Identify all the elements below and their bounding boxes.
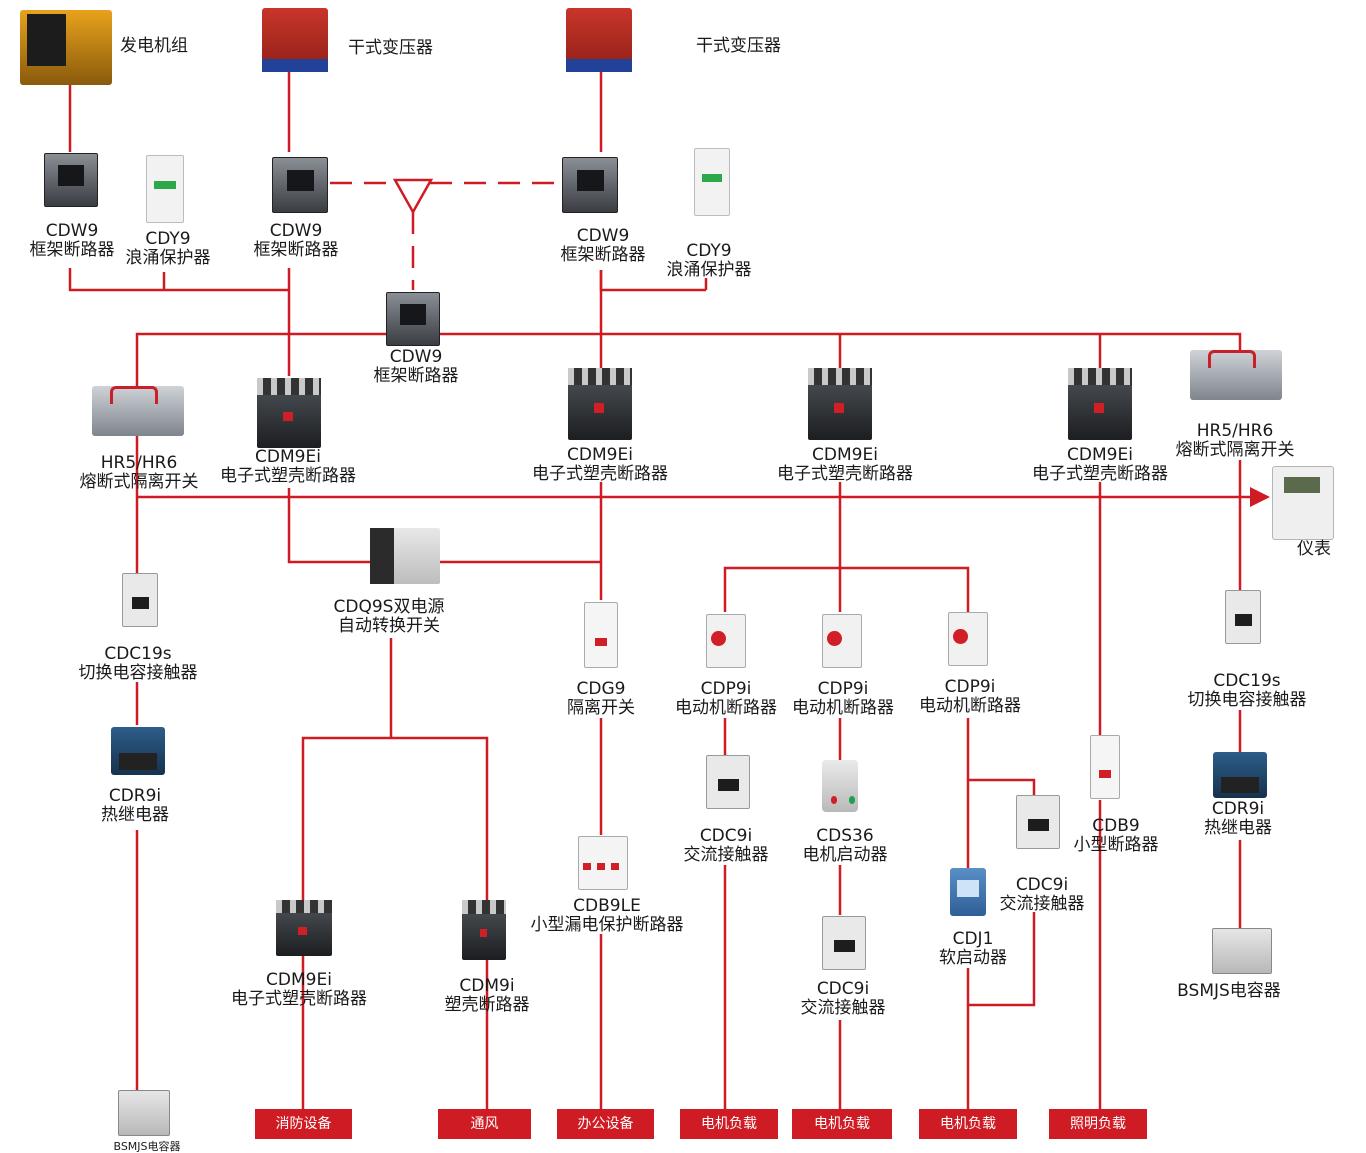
surge-protector-icon bbox=[694, 148, 730, 216]
fuse-switch-icon bbox=[1190, 350, 1282, 400]
load-box-fire: 消防设备 bbox=[255, 1109, 352, 1139]
frame-breaker-icon bbox=[272, 157, 328, 213]
soft-starter-icon bbox=[950, 868, 986, 916]
meter-label: 仪表 bbox=[1297, 539, 1331, 559]
transformer-icon bbox=[262, 8, 328, 72]
thermal-relay-icon bbox=[1213, 752, 1267, 798]
fuse-switch-icon bbox=[92, 386, 184, 436]
motor-starter-icon bbox=[822, 760, 858, 812]
load-box-motor: 电机负载 bbox=[919, 1109, 1017, 1139]
bsmjs-label: BSMJS电容器 bbox=[113, 1140, 181, 1153]
ac-contactor-icon bbox=[822, 916, 866, 970]
load-box-office: 办公设备 bbox=[557, 1109, 654, 1139]
frame-breaker-icon bbox=[44, 153, 98, 207]
ats-icon bbox=[370, 528, 440, 584]
capacitor-contactor-icon bbox=[1225, 590, 1261, 644]
mccb-icon bbox=[276, 900, 332, 956]
motor-breaker-icon bbox=[822, 614, 862, 668]
meter-icon bbox=[1272, 466, 1334, 540]
mccb-icon bbox=[257, 378, 321, 448]
motor-breaker-icon bbox=[706, 614, 746, 668]
ac-contactor-icon bbox=[1016, 795, 1060, 849]
tie-triangle bbox=[392, 178, 434, 215]
wire bbox=[968, 912, 1036, 1007]
ac-contactor-icon bbox=[706, 755, 750, 809]
load-box-ventilation: 通风 bbox=[438, 1109, 531, 1139]
meter-arrow bbox=[1250, 487, 1270, 507]
generator-label: 发电机组 bbox=[120, 36, 188, 56]
thermal-relay-icon bbox=[111, 727, 165, 775]
wire bbox=[68, 268, 289, 292]
load-box-motor: 电机负载 bbox=[792, 1109, 892, 1139]
transformer-label: 干式变压器 bbox=[348, 38, 433, 58]
capacitor-contactor-icon bbox=[122, 573, 158, 627]
mini-breaker-icon bbox=[1090, 735, 1120, 799]
cdq9s-label: CDQ9S双电源自动转换开关 bbox=[333, 597, 445, 636]
main-bus bbox=[135, 332, 1242, 386]
generator-icon bbox=[20, 10, 112, 85]
wire bbox=[968, 778, 1036, 795]
motor-breaker-icon bbox=[948, 612, 988, 666]
mccb-icon bbox=[808, 368, 872, 440]
frame-breaker-icon bbox=[562, 157, 618, 213]
capacitor-icon bbox=[118, 1090, 170, 1136]
capacitor-icon bbox=[1212, 928, 1272, 974]
rcbo-icon bbox=[578, 836, 628, 890]
load-box-motor: 电机负载 bbox=[680, 1109, 778, 1139]
transformer-icon bbox=[566, 8, 632, 72]
isolating-switch-icon bbox=[584, 602, 618, 668]
bsmjs-label: BSMJS电容器 bbox=[1177, 981, 1281, 1001]
mccb-icon bbox=[462, 900, 506, 960]
surge-protector-icon bbox=[146, 155, 184, 223]
wire bbox=[287, 488, 370, 564]
mccb-icon bbox=[1068, 368, 1132, 440]
frame-breaker-icon bbox=[386, 292, 440, 346]
wire bbox=[438, 482, 603, 564]
load-box-lighting: 照明负载 bbox=[1049, 1109, 1147, 1139]
transformer-label: 干式变压器 bbox=[696, 36, 781, 56]
wire bbox=[723, 566, 970, 612]
mccb-icon bbox=[568, 368, 632, 440]
